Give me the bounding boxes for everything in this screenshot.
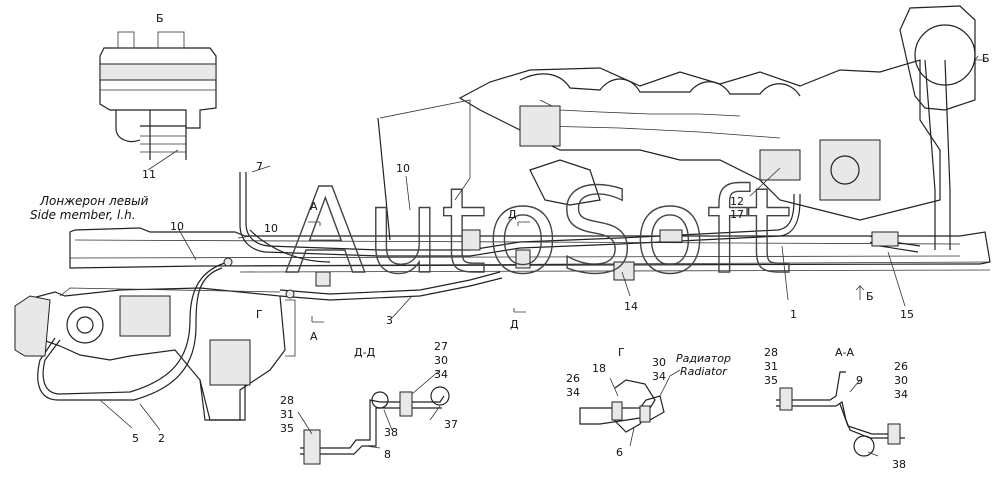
callout-10-a: 10 xyxy=(264,222,278,235)
section-dd xyxy=(297,369,450,465)
aa-callout-35: 35 xyxy=(764,374,778,387)
radiator-ru: Радиатор xyxy=(676,352,731,365)
g-callout-34a: 34 xyxy=(652,370,666,383)
view-title-aa: А-А xyxy=(835,346,854,359)
callout-10-c: 10 xyxy=(170,220,184,233)
aa-callout-34: 34 xyxy=(894,388,908,401)
callout-17: 17 xyxy=(730,208,744,221)
g-callout-18: 18 xyxy=(592,362,606,375)
view-title-g: Г xyxy=(618,346,625,359)
marker-g-main: Г xyxy=(256,308,263,321)
steering-gear xyxy=(14,287,296,421)
callout-11: 11 xyxy=(142,168,156,181)
view-b-detail xyxy=(99,31,217,171)
dd-callout-31: 31 xyxy=(280,408,294,421)
side-member-ru: Лонжерон левый xyxy=(39,194,149,208)
aa-callout-30: 30 xyxy=(894,374,908,387)
marker-d-upper: Д xyxy=(508,208,517,221)
view-title-b-right: Б xyxy=(982,52,990,65)
aa-callout-38: 38 xyxy=(892,458,906,471)
dd-callout-37: 37 xyxy=(444,418,458,431)
g-callout-34b: 34 xyxy=(566,386,580,399)
marker-a-lower: А xyxy=(310,330,318,343)
dd-callout-38: 38 xyxy=(384,426,398,439)
marker-a-upper: А xyxy=(310,200,318,213)
dd-callout-35: 35 xyxy=(280,422,294,435)
aa-callout-28: 28 xyxy=(764,346,778,359)
dd-callout-8: 8 xyxy=(384,448,391,461)
view-title-b-top: Б xyxy=(156,12,164,25)
callout-15: 15 xyxy=(900,308,914,321)
callout-5: 5 xyxy=(132,432,139,445)
section-g xyxy=(579,369,681,447)
view-title-dd: Д-Д xyxy=(354,346,376,359)
aa-callout-9: 9 xyxy=(856,374,863,387)
radiator-en: Radiator xyxy=(680,365,728,378)
g-callout-26: 26 xyxy=(566,372,580,385)
engine-block xyxy=(377,5,976,250)
dd-callout-34: 34 xyxy=(434,368,448,381)
callout-14: 14 xyxy=(624,300,638,313)
leader-lines xyxy=(99,55,985,431)
callout-2: 2 xyxy=(158,432,165,445)
g-callout-6: 6 xyxy=(616,446,623,459)
dd-callout-27: 27 xyxy=(434,340,448,353)
callout-1: 1 xyxy=(790,308,797,321)
side-member-en: Side member, l.h. xyxy=(30,208,136,222)
aa-callout-31: 31 xyxy=(764,360,778,373)
callout-12: 12 xyxy=(730,195,744,208)
aa-callout-26: 26 xyxy=(894,360,908,373)
g-callout-30: 30 xyxy=(652,356,666,369)
callout-3: 3 xyxy=(386,314,393,327)
watermark: AutoSoft xyxy=(285,162,792,300)
dd-callout-30: 30 xyxy=(434,354,448,367)
dd-callout-28: 28 xyxy=(280,394,294,407)
section-aa xyxy=(776,371,905,457)
tube-routing xyxy=(37,172,921,401)
callout-7: 7 xyxy=(256,160,263,173)
callout-10-b: 10 xyxy=(396,162,410,175)
marker-b-arrow: Б xyxy=(866,290,874,303)
marker-d-lower: Д xyxy=(510,318,519,331)
